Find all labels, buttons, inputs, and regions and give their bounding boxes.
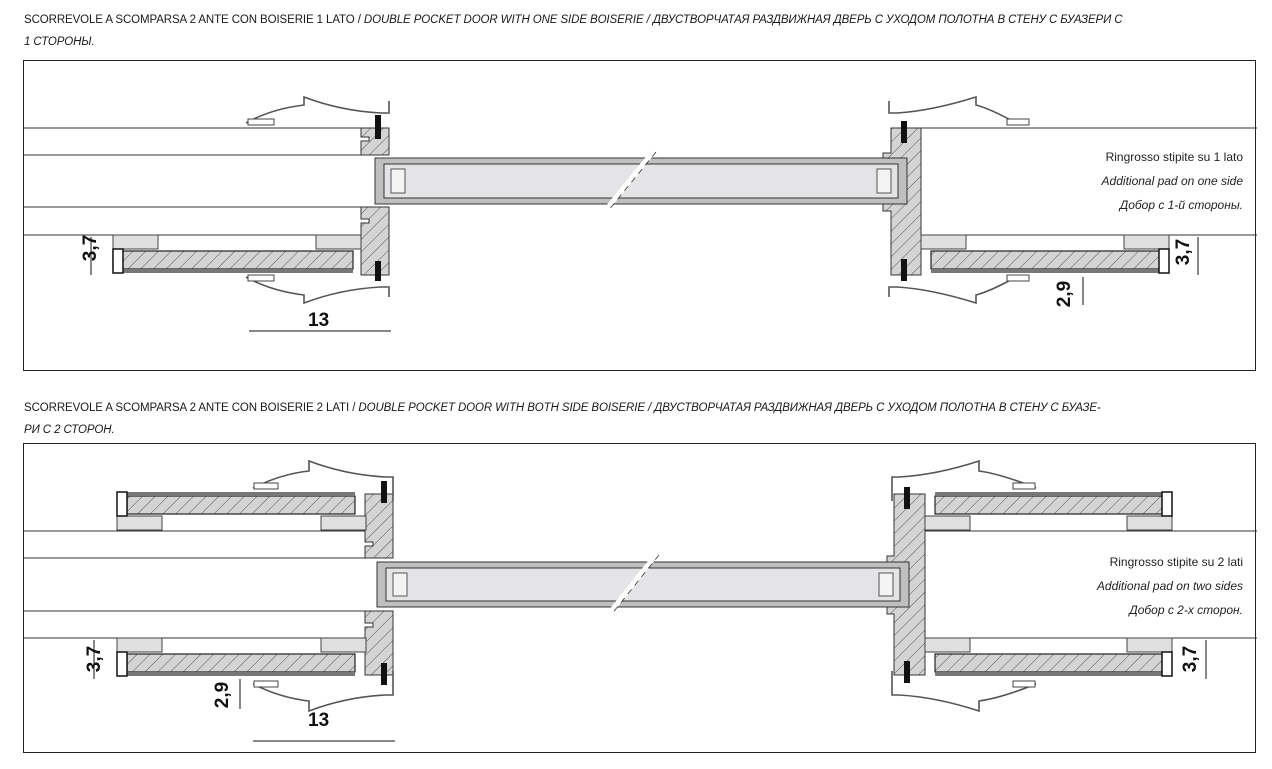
section-1-title: SCORREVOLE A SCOMPARSA 2 ANTE CON BOISER… (24, 14, 1123, 48)
title-russian-line2: 1 СТОРОНЫ. (24, 36, 95, 48)
dimension-right-height: 3,7 (1173, 238, 1195, 266)
note-two-sides: Ringrosso stipite su 2 lati Additional p… (1097, 550, 1243, 622)
section-2-title: SCORREVOLE A SCOMPARSA 2 ANTE CON BOISER… (24, 402, 1101, 436)
note-italian: Ringrosso stipite su 2 lati (1109, 555, 1243, 569)
title-italian: SCORREVOLE A SCOMPARSA 2 ANTE CON BOISER… (24, 14, 355, 26)
title-russian: ДВУСТВОРЧАТАЯ РАЗДВИЖНАЯ ДВЕРЬ С УХОДОМ … (652, 14, 1123, 26)
dimension-left-width: 13 (308, 310, 330, 331)
dimension-left-width: 13 (308, 710, 330, 731)
title-russian-line2: РИ С 2 СТОРОН. (24, 424, 115, 436)
diagram-panel-one-side: 3,7 13 2,9 3,7 Ringrosso stipite su 1 la… (23, 60, 1257, 371)
cross-section-drawing-one-side (24, 95, 1257, 332)
dimension-left-height: 3,7 (80, 234, 102, 262)
diagram-panel-two-sides: 3,7 2,9 13 3,7 Ringrosso stipite su 2 la… (23, 443, 1257, 753)
note-russian: Добор с 2-х сторон. (1129, 603, 1243, 617)
dimension-left-height: 3,7 (84, 645, 106, 673)
note-english: Additional pad on one side (1101, 174, 1243, 188)
dimension-right-height: 3,7 (1180, 645, 1202, 673)
right-wall-lines (921, 127, 1257, 236)
dimension-left-gap: 2,9 (212, 681, 234, 709)
title-italian: SCORREVOLE A SCOMPARSA 2 ANTE CON BOISER… (24, 402, 350, 414)
left-wall-lines (24, 127, 361, 236)
dimension-right-gap: 2,9 (1054, 280, 1076, 308)
note-one-side: Ringrosso stipite su 1 lato Additional p… (1102, 145, 1243, 217)
title-english: DOUBLE POCKET DOOR WITH ONE SIDE BOISERI… (363, 14, 644, 26)
dimension-arrows (90, 237, 1199, 332)
cross-section-drawing-two-sides (24, 459, 1257, 742)
note-russian: Добор с 1-й стороны. (1119, 198, 1243, 212)
note-english: Additional pad on two sides (1096, 579, 1243, 593)
title-russian: ДВУСТВОРЧАТАЯ РАЗДВИЖНАЯ ДВЕРЬ С УХОДОМ … (654, 402, 1101, 414)
note-italian: Ringrosso stipite su 1 lato (1105, 150, 1243, 164)
title-english: DOUBLE POCKET DOOR WITH BOTH SIDE BOISER… (358, 402, 645, 414)
